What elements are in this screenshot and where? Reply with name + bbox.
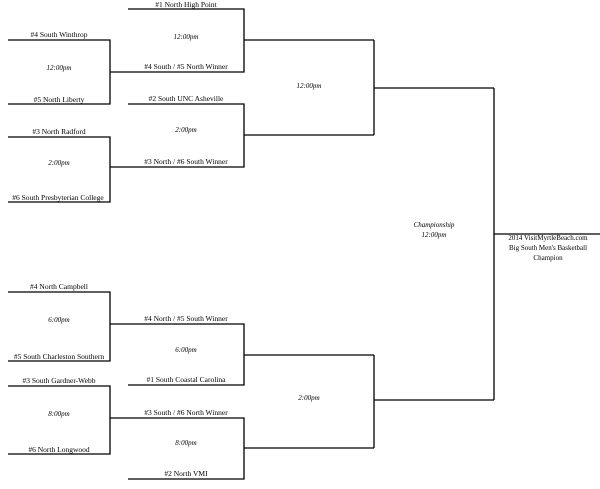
team-label: #1 South Coastal Carolina	[146, 375, 226, 384]
game-time: 2:00pm	[175, 126, 197, 134]
team-label: #3 North Radford	[32, 127, 86, 136]
game-time: 12:00pm	[296, 82, 322, 90]
game-time: 12:00pm	[46, 64, 72, 72]
team-label: #6 North Longwood	[28, 445, 90, 454]
game-time: 12:00pm	[173, 33, 199, 41]
team-label: #3 North / #6 South Winner	[144, 157, 228, 166]
team-label: #1 North High Point	[155, 0, 217, 9]
team-label: #3 South / #6 North Winner	[144, 408, 228, 417]
bracket-line	[8, 291, 111, 362]
team-label: #4 South Winthrop	[30, 30, 88, 39]
team-label: #3 South Gardner-Webb	[22, 376, 96, 385]
team-label: #2 North VMI	[164, 469, 208, 478]
team-label: #6 South Presbyterian College	[12, 193, 104, 202]
game-time: 8:00pm	[175, 439, 197, 447]
game-time: 2:00pm	[48, 159, 70, 167]
team-label: #5 North Liberty	[33, 95, 85, 104]
champion-line: Champion	[533, 254, 563, 262]
champion-line: Big South Men's Basketball	[508, 244, 588, 252]
bracket-line	[8, 136, 111, 203]
game-time: 2:00pm	[298, 394, 320, 402]
team-label: #5 South Charleston Southern	[13, 352, 105, 361]
team-label: #4 North / #5 South Winner	[144, 314, 228, 323]
team-label: #4 North Campbell	[30, 282, 88, 291]
game-time: 6:00pm	[48, 316, 70, 324]
bracket-line	[8, 385, 111, 455]
game-time: 8:00pm	[48, 410, 70, 418]
team-label: #2 South UNC Asheville	[148, 94, 224, 103]
championship-label: Championship	[413, 221, 455, 229]
team-label: #4 South / #5 North Winner	[144, 62, 228, 71]
game-time: 12:00pm	[421, 231, 447, 239]
game-time: 6:00pm	[175, 346, 197, 354]
champion-line: 2014 VisitMyrtleBeach.com	[508, 234, 588, 242]
